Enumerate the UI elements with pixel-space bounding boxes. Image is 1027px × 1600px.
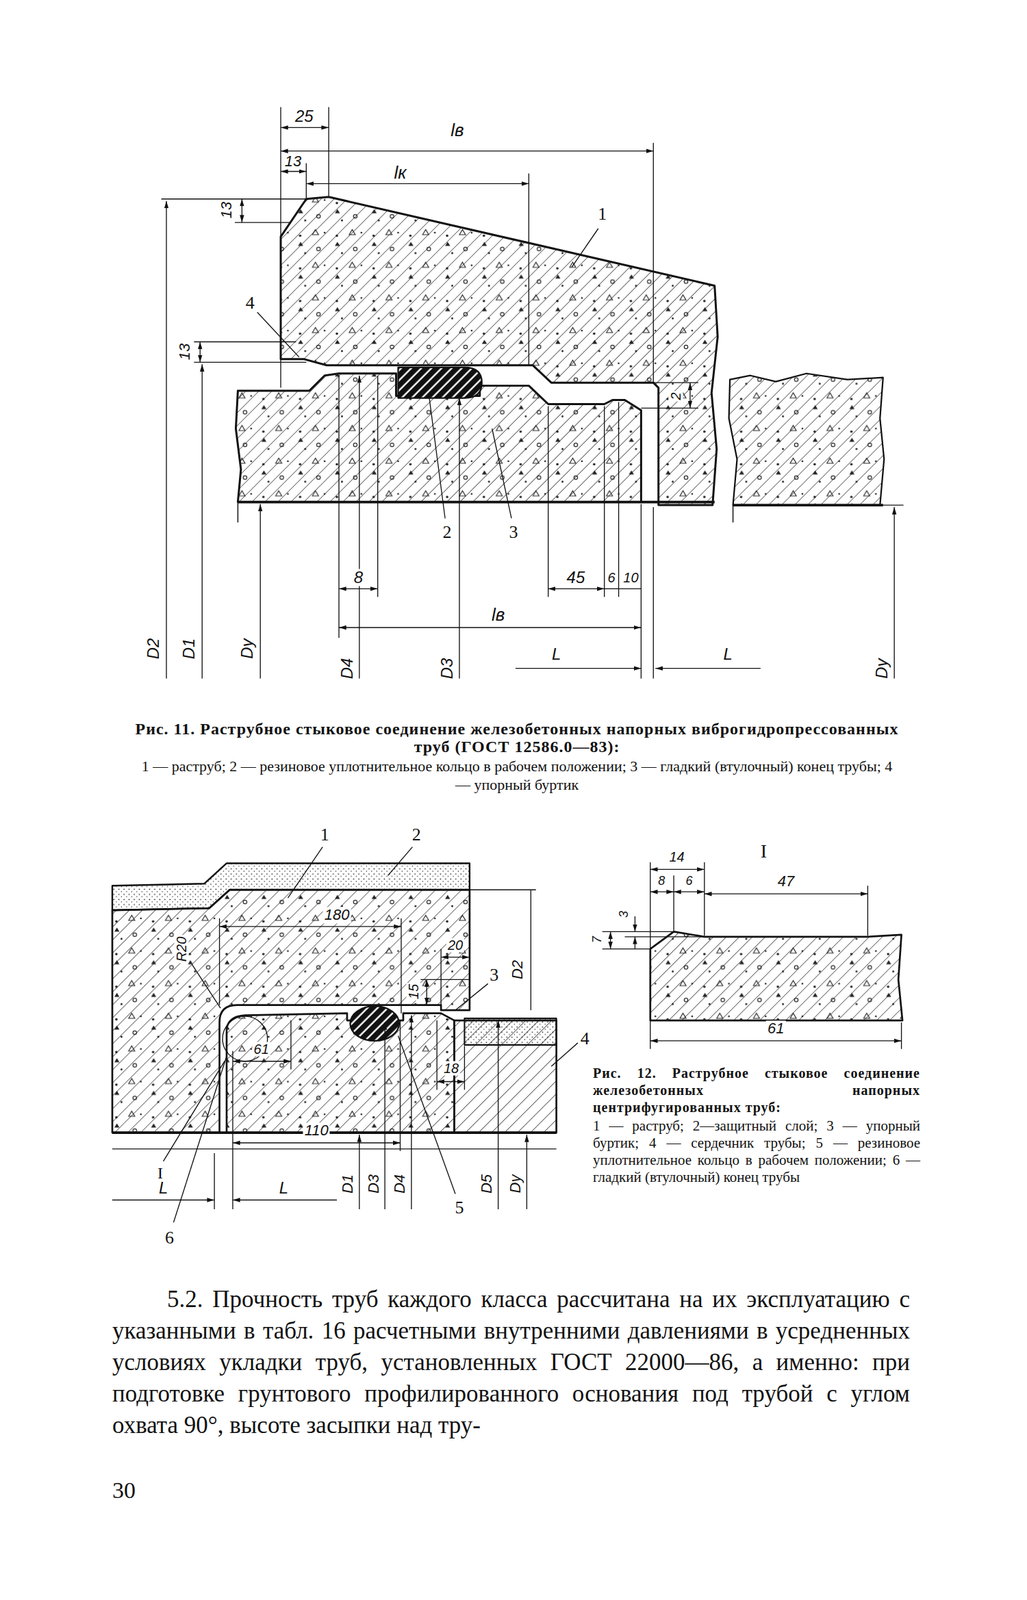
dimension-label: D4 [392, 1173, 409, 1196]
callout-number: 3 [508, 523, 520, 543]
dimension-label: 15 [406, 983, 421, 1001]
dimension-label: L [277, 1179, 290, 1197]
dimension-label: D3 [438, 656, 456, 681]
dimension-label: L [550, 645, 563, 663]
dimension-lines-12 [112, 847, 578, 1224]
dimension-label: D1 [340, 1173, 357, 1196]
dimension-label: 25 [293, 107, 315, 125]
detail-mark: I [759, 841, 769, 862]
spigot-end [226, 1013, 455, 1134]
dimension-label: 110 [303, 1123, 331, 1140]
dimension-label: Dу [238, 638, 256, 661]
dimension-label: 3 [617, 909, 631, 920]
callout-number: 2 [441, 523, 454, 543]
page-number: 30 [112, 1477, 168, 1505]
dimension-label: Dу [873, 657, 891, 680]
pipe-fragment [729, 373, 885, 506]
figure-legend: 1 — раструб; 2 — резиновое уплотнительно… [136, 757, 897, 795]
dimension-label: lк [392, 164, 408, 183]
detail-I [602, 862, 903, 1050]
dimension-label: 13 [283, 153, 303, 170]
dimension-label: 20 [446, 937, 465, 953]
body-paragraph: 5.2. Прочность труб каждого класса рассч… [112, 1284, 910, 1442]
figure-caption: Рис. 12. Раструбное стыковое соединение … [592, 1065, 921, 1117]
spigot-detail [650, 931, 903, 1021]
dimension-label: 7 [590, 935, 604, 945]
dimension-label: 18 [442, 1061, 461, 1077]
dimension-label: 10 [621, 570, 640, 585]
socket [112, 890, 470, 1134]
dimension-label: 8 [352, 568, 365, 587]
callout-number: 3 [488, 966, 500, 986]
figure-caption: Рис. 11. Раструбное стыковое соединение … [119, 720, 915, 756]
dimension-label: 47 [776, 874, 796, 891]
rubber-ring [349, 1006, 400, 1042]
dimension-label: R20 [174, 935, 189, 964]
figure-12 [112, 863, 557, 1150]
dimension-label: 2 [668, 390, 684, 402]
callout-number: 5 [453, 1199, 465, 1219]
callout-number: 1 [319, 825, 331, 845]
dimension-lines-11 [161, 107, 904, 680]
figure-11 [235, 197, 884, 524]
figure-legend: 1 — раструб; 2—защитный слой; 3 — упорны… [592, 1118, 921, 1187]
callout-number: 6 [163, 1228, 176, 1248]
dimension-label: 13 [176, 342, 193, 362]
dimension-label: L [721, 645, 734, 663]
dimension-label: 61 [766, 1020, 786, 1037]
dimension-label: 8 [656, 874, 667, 888]
socket [280, 197, 718, 506]
dimension-label: 13 [218, 200, 235, 220]
dimension-label: lв [490, 605, 506, 625]
dimension-label: lв [449, 121, 465, 140]
dimension-label: 61 [252, 1042, 271, 1057]
dimension-label: 6 [606, 570, 617, 585]
protective-layer [464, 1018, 556, 1046]
callout-number: 1 [596, 204, 608, 224]
callout-number: 4 [244, 293, 257, 313]
callout-number: 4 [579, 1029, 591, 1049]
dimension-label: 6 [683, 874, 694, 888]
dimension-label: Dу [507, 1173, 524, 1195]
callout-number: 2 [410, 825, 423, 845]
dimension-label: L [157, 1179, 170, 1197]
dimension-label: 180 [323, 907, 352, 924]
dimension-label: D4 [338, 656, 356, 681]
dimension-label: 45 [565, 568, 587, 587]
rubber-ring [398, 367, 483, 399]
dimension-label: D5 [479, 1173, 496, 1196]
dimension-label: D2 [509, 958, 526, 981]
dimension-label: 14 [667, 850, 686, 865]
dimension-label: D1 [180, 637, 198, 662]
dimension-label: D3 [365, 1173, 382, 1196]
dimension-label: D2 [144, 637, 162, 662]
